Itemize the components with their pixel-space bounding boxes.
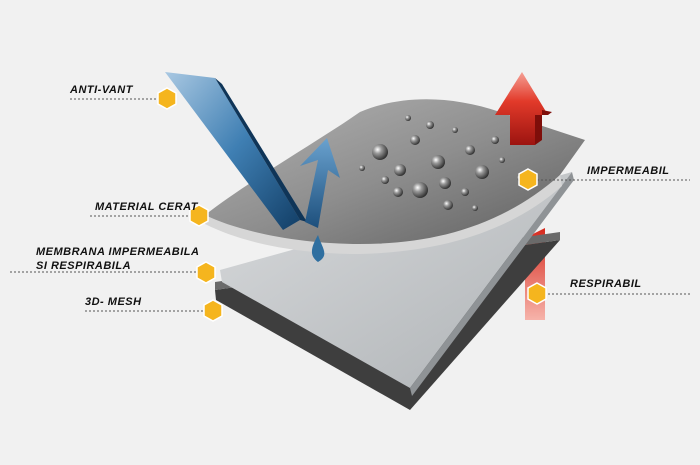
- hexagon-marker-icon: [189, 204, 209, 227]
- hexagon-marker-icon: [518, 168, 538, 191]
- label-impermeabil: IMPERMEABIL: [587, 165, 670, 177]
- hexagon-marker-icon: [527, 282, 547, 305]
- hexagon-marker-icon: [196, 261, 216, 284]
- hexagon-marker-icon: [157, 87, 177, 110]
- label-respirabil: RESPIRABIL: [570, 278, 642, 290]
- label-material-cerat: MATERIAL CERAT: [95, 201, 198, 213]
- wind-arrow-icon: [165, 72, 300, 230]
- label-3d-mesh: 3D- MESH: [85, 296, 142, 308]
- vapor-arrow-icon: [495, 72, 548, 145]
- label-anti-vant: ANTI-VANT: [70, 84, 133, 96]
- hexagon-marker-icon: [203, 299, 223, 322]
- label-membrana-line2: SI RESPIRABILA: [36, 260, 132, 272]
- label-membrana-line1: MEMBRANA IMPERMEABILA: [36, 246, 200, 258]
- wind-deflect-arrow-icon: [300, 138, 340, 262]
- leader-lines: [10, 98, 690, 312]
- label-membrana: MEMBRANA IMPERMEABILA SI RESPIRABILA: [36, 246, 199, 272]
